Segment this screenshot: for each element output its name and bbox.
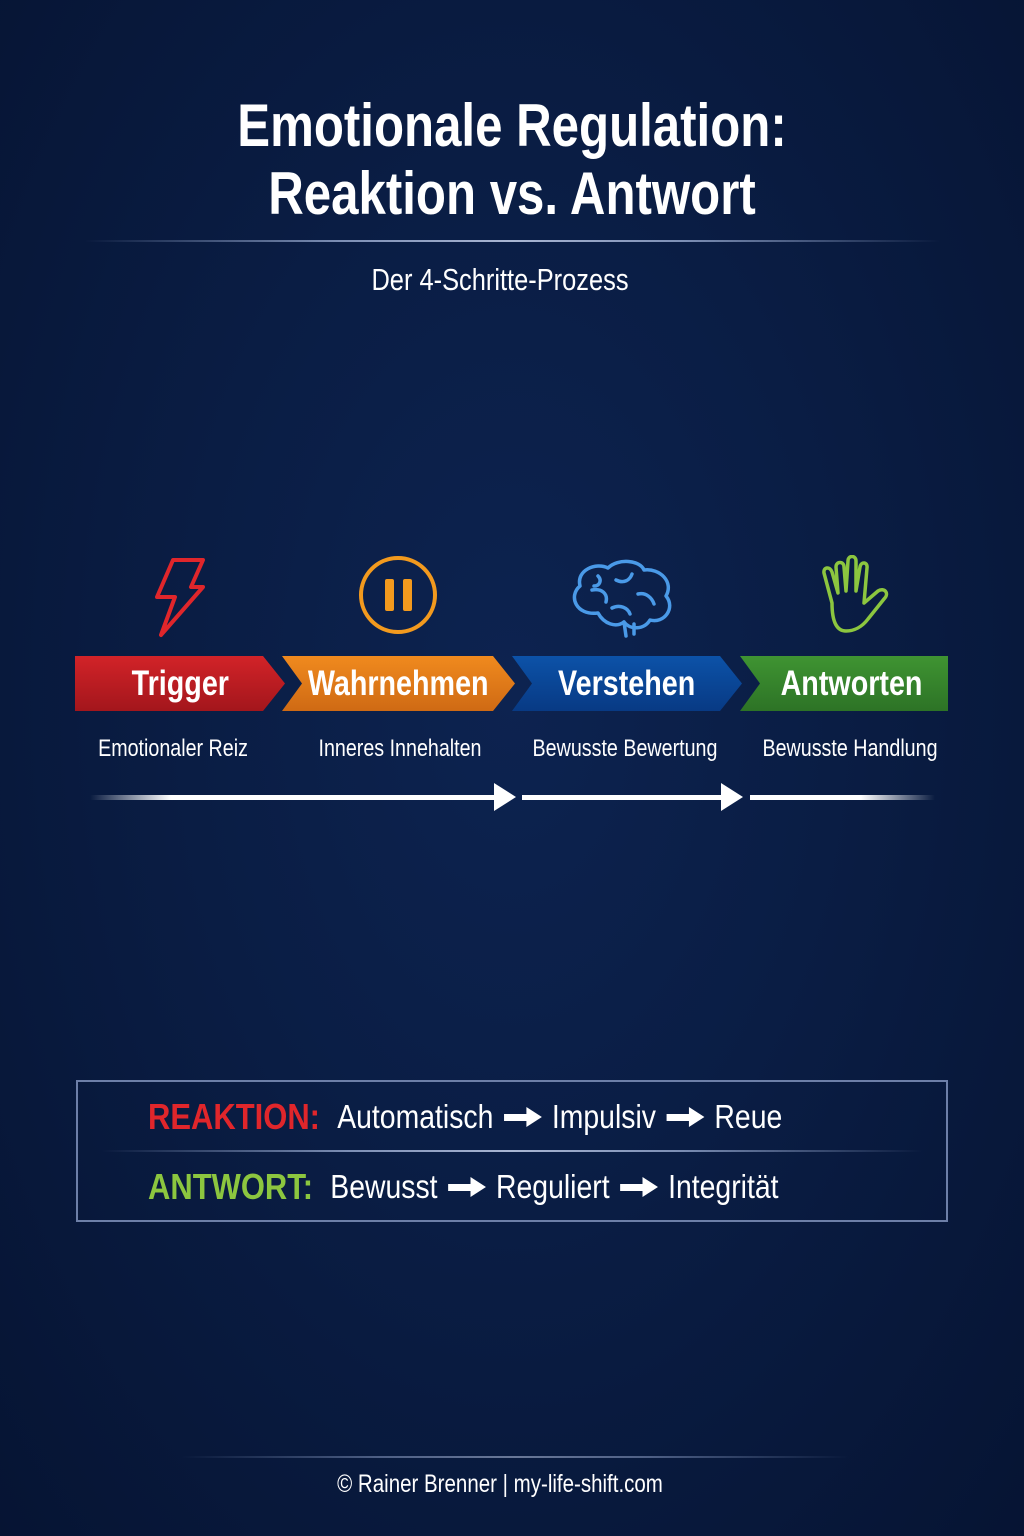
comparison-box (76, 1080, 948, 1222)
step-description: Bewusste Bewertung (532, 735, 718, 762)
arrow-right-icon (447, 1177, 486, 1197)
step-label: Trigger (131, 663, 229, 703)
flow-line (522, 795, 722, 800)
arrow-right-icon (666, 1107, 705, 1127)
step-description: Inneres Innehalten (318, 735, 482, 762)
antwort-item: Integrität (668, 1168, 779, 1205)
antwort-label: ANTWORT: (148, 1166, 314, 1207)
antwort-item: Bewusst (330, 1168, 438, 1205)
brain-icon (572, 559, 672, 638)
pause-icon (359, 556, 437, 634)
antwort-row: ANTWORT: Bewusst Reguliert Integrität (148, 1166, 779, 1208)
step-description: Emotionaler Reiz (98, 735, 248, 762)
flow-line (750, 795, 935, 800)
step-verstehen: Verstehen (512, 656, 742, 711)
antwort-item: Reguliert (496, 1168, 610, 1205)
step-description: Bewusste Handlung (762, 735, 938, 762)
arrow-right-icon (619, 1177, 658, 1197)
step-label: Antworten (781, 663, 923, 703)
reaktion-label: REAKTION: (148, 1096, 320, 1137)
reaktion-item: Reue (714, 1098, 783, 1135)
step-label: Verstehen (558, 663, 696, 703)
arrow-right-icon (721, 783, 743, 811)
subtitle: Der 4-Schritte-Prozess (371, 262, 629, 297)
step-wahrnehmen: Wahrnehmen (282, 656, 515, 711)
step-trigger: Trigger (75, 656, 285, 711)
step-antworten: Antworten (740, 656, 948, 711)
step-label: Wahrnehmen (308, 663, 489, 703)
title-line-2: Reaktion vs. Antwort (268, 160, 756, 227)
reaktion-row: REAKTION: Automatisch Impulsiv Reue (148, 1096, 782, 1138)
title-line-1: Emotionale Regulation: (237, 92, 787, 159)
arrow-right-icon (494, 783, 516, 811)
reaktion-item: Impulsiv (551, 1098, 656, 1135)
arrow-right-icon (503, 1107, 542, 1127)
flow-line (90, 795, 495, 800)
lightning-icon (155, 558, 205, 637)
comparison-divider (102, 1150, 922, 1152)
hand-icon (822, 555, 889, 633)
reaktion-item: Automatisch (337, 1098, 494, 1135)
footer-divider (180, 1456, 850, 1458)
footer-credit: © Rainer Brenner | my-life-shift.com (337, 1470, 663, 1498)
title-divider (85, 240, 940, 242)
